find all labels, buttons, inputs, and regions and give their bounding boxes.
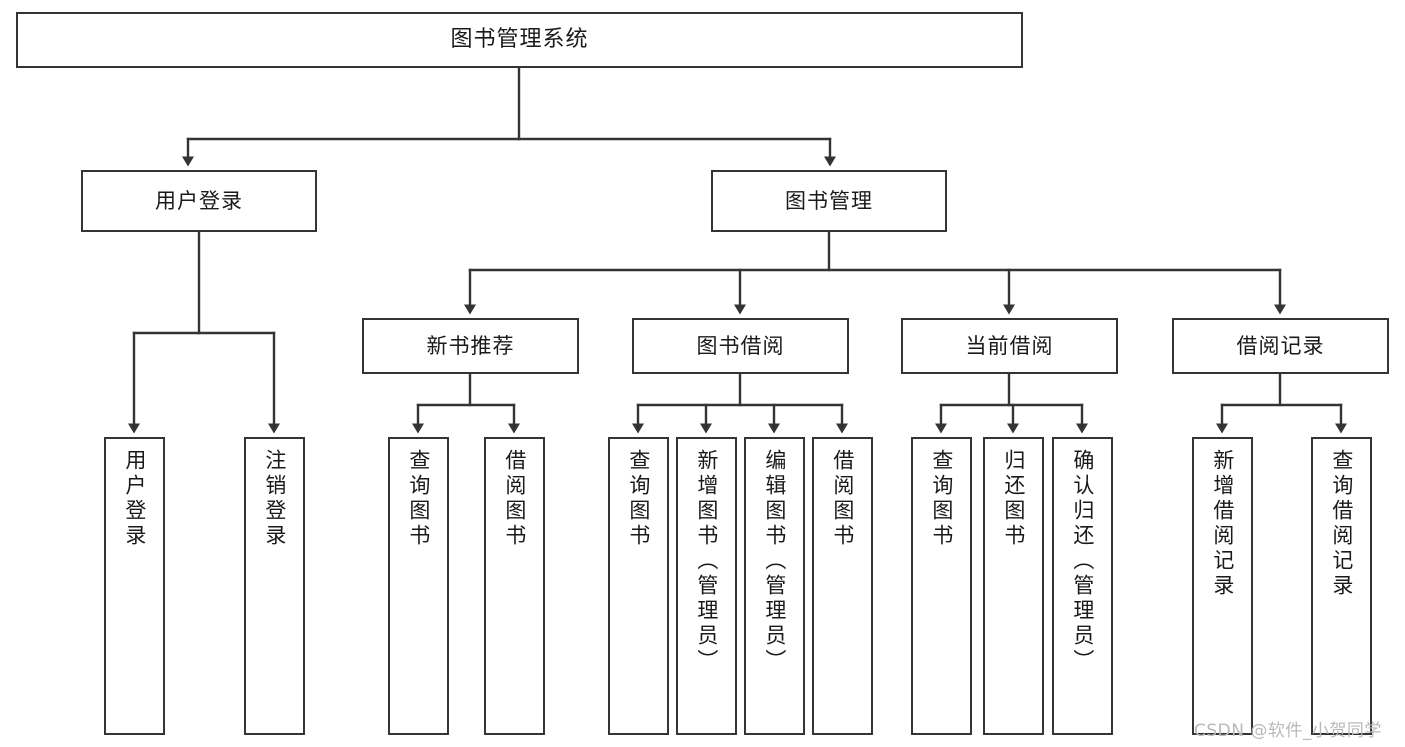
leaf-logout-label: 注销登录: [262, 449, 287, 549]
leaf-return-book[interactable]: 归还图书: [983, 437, 1044, 735]
leaf-user-login-label: 用户登录: [122, 449, 147, 549]
node-book-borrow-label: 图书借阅: [696, 333, 785, 358]
leaf-confirm-return[interactable]: 确认归还（管理员）: [1052, 437, 1113, 735]
leaf-query-book-1[interactable]: 查询图书: [388, 437, 449, 735]
leaf-query-book-3-label: 查询图书: [929, 449, 954, 549]
leaf-add-borrow-record[interactable]: 新增借阅记录: [1192, 437, 1253, 735]
node-new-book-recommend[interactable]: 新书推荐: [362, 318, 579, 374]
leaf-confirm-return-label: 确认归还（管理员）: [1070, 449, 1095, 674]
node-root-label: 图书管理系统: [450, 27, 589, 53]
leaf-add-borrow-record-label: 新增借阅记录: [1210, 449, 1235, 599]
csdn-watermark: CSDN @软件_小贺同学: [1194, 721, 1382, 741]
leaf-query-book-2[interactable]: 查询图书: [608, 437, 669, 735]
leaf-borrow-book-2[interactable]: 借阅图书: [812, 437, 873, 735]
leaf-user-login[interactable]: 用户登录: [104, 437, 165, 735]
leaf-edit-book[interactable]: 编辑图书（管理员）: [744, 437, 805, 735]
leaf-borrow-book-1[interactable]: 借阅图书: [484, 437, 545, 735]
node-root[interactable]: 图书管理系统: [16, 12, 1023, 68]
leaf-query-book-1-label: 查询图书: [406, 449, 431, 549]
leaf-add-book-label: 新增图书（管理员）: [694, 449, 719, 674]
node-user-login[interactable]: 用户登录: [81, 170, 317, 232]
node-current-borrow[interactable]: 当前借阅: [901, 318, 1118, 374]
node-book-manage-label: 图书管理: [785, 188, 873, 213]
leaf-edit-book-label: 编辑图书（管理员）: [762, 449, 787, 674]
leaf-logout[interactable]: 注销登录: [244, 437, 305, 735]
node-borrow-record-label: 借阅记录: [1236, 333, 1325, 358]
leaf-add-book[interactable]: 新增图书（管理员）: [676, 437, 737, 735]
leaf-query-borrow-record-label: 查询借阅记录: [1329, 449, 1354, 599]
node-borrow-record[interactable]: 借阅记录: [1172, 318, 1389, 374]
node-book-borrow[interactable]: 图书借阅: [632, 318, 849, 374]
node-new-book-recommend-label: 新书推荐: [426, 333, 515, 358]
leaf-query-book-2-label: 查询图书: [626, 449, 651, 549]
leaf-borrow-book-2-label: 借阅图书: [830, 449, 855, 549]
leaf-return-book-label: 归还图书: [1001, 449, 1026, 549]
leaf-query-book-3[interactable]: 查询图书: [911, 437, 972, 735]
node-book-manage[interactable]: 图书管理: [711, 170, 947, 232]
leaf-query-borrow-record[interactable]: 查询借阅记录: [1311, 437, 1372, 735]
leaf-borrow-book-1-label: 借阅图书: [502, 449, 527, 549]
node-current-borrow-label: 当前借阅: [965, 333, 1054, 358]
node-user-login-label: 用户登录: [155, 188, 243, 213]
